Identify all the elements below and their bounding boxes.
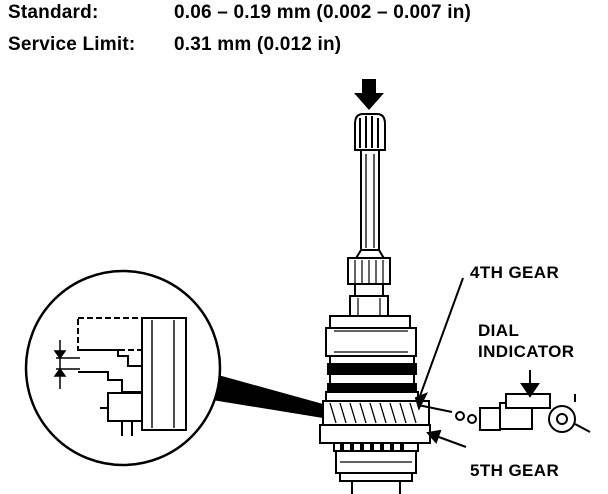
mainshaft — [353, 149, 387, 261]
spec-standard-value: 0.06 – 0.19 mm (0.002 – 0.007 in) — [174, 2, 472, 23]
spec-standard: Standard: 0.06 – 0.19 mm (0.002 – 0.007 i… — [8, 2, 471, 24]
spec-standard-label: Standard: — [8, 2, 99, 23]
callout-leaders — [414, 277, 540, 448]
spec-service-limit: Service Limit: 0.31 mm (0.012 in) — [8, 34, 341, 56]
dial-indicator-tool — [417, 393, 591, 433]
label-4th-gear: 4TH GEAR — [470, 263, 560, 282]
label-5th-gear: 5TH GEAR — [470, 461, 560, 480]
force-arrow — [354, 79, 384, 110]
spec-service-limit-label: Service Limit: — [8, 34, 136, 55]
detail-magnifier — [24, 269, 323, 467]
shaft-spline — [347, 257, 391, 317]
label-dial: DIAL — [478, 321, 520, 340]
label-indicator: INDICATOR — [478, 342, 575, 361]
gear-stack — [319, 315, 431, 494]
shaft-tip — [354, 113, 386, 151]
spec-service-limit-value: 0.31 mm (0.012 in) — [174, 34, 342, 55]
